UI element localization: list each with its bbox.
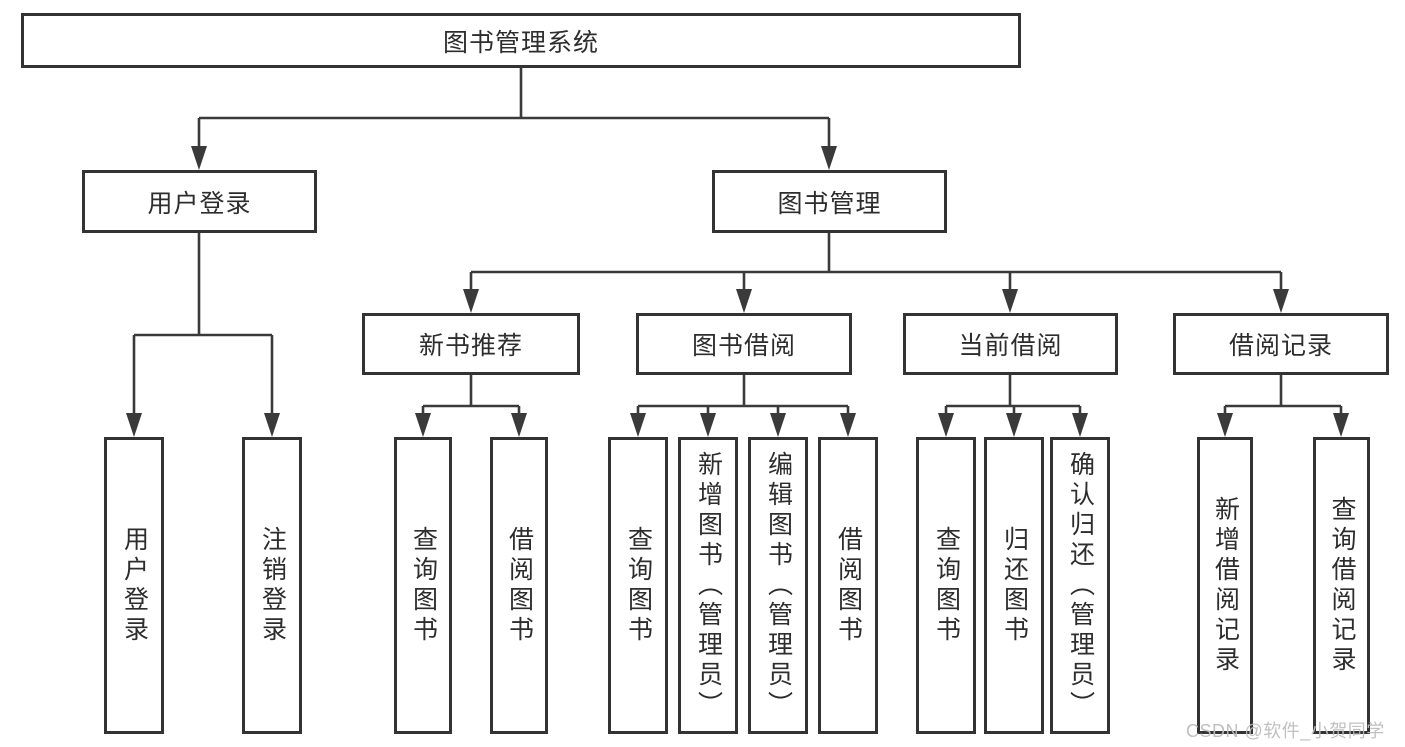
leaf-newbook-query-book: 查询图书 bbox=[394, 437, 452, 734]
node-new-book-recommend: 新书推荐 bbox=[362, 313, 580, 375]
connector-book-mgmt-children bbox=[469, 233, 1283, 294]
leaf-newbook-borrow-book: 借阅图书 bbox=[490, 437, 548, 734]
connector-borrow-record-children bbox=[1223, 375, 1343, 418]
leaf-borrow-query-book: 查询图书 bbox=[608, 437, 668, 734]
csdn-watermark: CSDN @软件_小贺同学 bbox=[1186, 721, 1385, 741]
connector-current-borrow-children bbox=[944, 375, 1082, 418]
node-book-borrow: 图书借阅 bbox=[636, 313, 852, 375]
leaf-current-return-book: 归还图书 bbox=[984, 437, 1044, 734]
leaf-current-confirm-return-admin: 确认归还（管理员） bbox=[1050, 437, 1110, 734]
node-user-login: 用户登录 bbox=[82, 170, 317, 233]
connector-new-book-children bbox=[421, 375, 521, 418]
leaf-logout: 注销登录 bbox=[242, 437, 302, 734]
leaf-record-add-borrow-record: 新增借阅记录 bbox=[1197, 437, 1253, 734]
node-current-borrow: 当前借阅 bbox=[903, 313, 1118, 375]
node-book-management: 图书管理 bbox=[712, 170, 947, 233]
connector-root-children bbox=[197, 68, 831, 150]
connector-user-login-children bbox=[132, 233, 274, 418]
node-root: 图书管理系统 bbox=[21, 13, 1021, 68]
leaf-borrow-add-book-admin: 新增图书（管理员） bbox=[678, 437, 738, 734]
node-borrow-record: 借阅记录 bbox=[1173, 313, 1389, 375]
connector-book-borrow-children bbox=[636, 375, 850, 418]
leaf-user-login: 用户登录 bbox=[104, 437, 164, 734]
leaf-current-query-book: 查询图书 bbox=[916, 437, 976, 734]
leaf-borrow-edit-book-admin: 编辑图书（管理员） bbox=[748, 437, 808, 734]
arrowheads bbox=[126, 146, 1349, 437]
leaf-record-query-borrow-record: 查询借阅记录 bbox=[1313, 437, 1370, 734]
leaf-borrow-borrow-book: 借阅图书 bbox=[818, 437, 878, 734]
